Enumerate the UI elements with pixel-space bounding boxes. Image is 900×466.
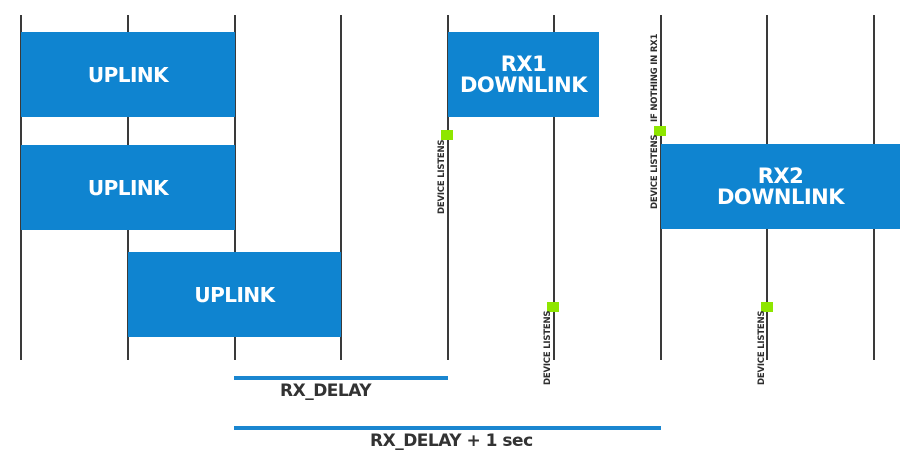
rx-delay-span — [234, 376, 448, 380]
device-listens-label: DEVICE LISTENS — [650, 134, 660, 209]
listen-marker — [547, 302, 559, 312]
listen-marker — [654, 126, 666, 136]
rx1-downlink-label: RX1 DOWNLINK — [459, 51, 588, 97]
rx-delay-label: RX_DELAY — [280, 381, 372, 401]
listen-marker — [441, 130, 453, 140]
uplink-label: UPLINK — [87, 175, 169, 200]
time-gridline — [340, 15, 342, 360]
time-gridline — [553, 15, 555, 360]
uplink-box-3: UPLINK — [128, 252, 341, 337]
rx2-downlink-label: RX2 DOWNLINK — [716, 163, 845, 209]
device-listens-label: DEVICE LISTENS — [437, 139, 447, 214]
rx-delay-plus-span — [234, 426, 661, 430]
listen-marker — [761, 302, 773, 312]
rx2-downlink-box: RX2 DOWNLINK — [661, 144, 900, 229]
time-gridline — [234, 15, 236, 360]
uplink-box-2: UPLINK — [21, 145, 235, 230]
time-gridline — [447, 15, 449, 360]
rx1-downlink-box: RX1 DOWNLINK — [448, 32, 599, 117]
uplink-box-1: UPLINK — [21, 32, 235, 117]
if-nothing-in-rx1-label: IF NOTHING IN RX1 — [650, 33, 660, 122]
uplink-label: UPLINK — [194, 282, 275, 307]
uplink-label: UPLINK — [87, 62, 169, 87]
device-listens-label: DEVICE LISTENS — [543, 310, 553, 385]
device-listens-label: DEVICE LISTENS — [757, 310, 767, 385]
rx-delay-plus-label: RX_DELAY + 1 sec — [370, 431, 533, 451]
